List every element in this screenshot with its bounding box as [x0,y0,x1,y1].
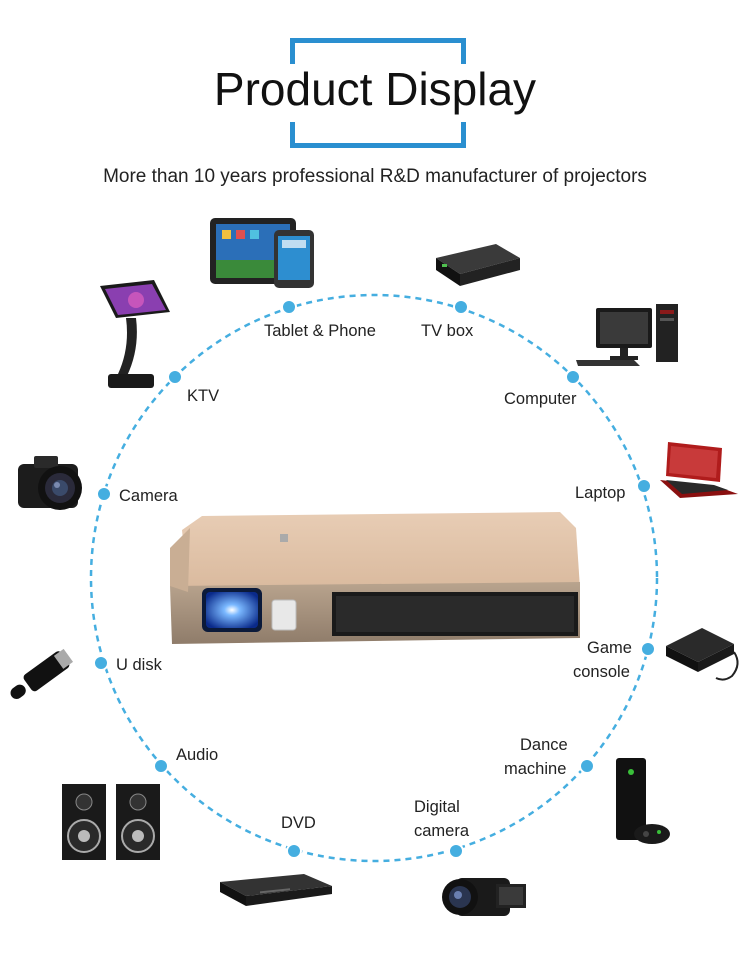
projector-image [160,508,582,650]
page-subtitle: More than 10 years professional R&D manu… [103,166,647,187]
label-digital-camera-line1: Digital [414,798,460,816]
label-laptop: Laptop [575,484,626,502]
digital-camcorder-icon [436,864,530,926]
game-console-icon [662,624,744,686]
laptop-icon [656,440,740,502]
label-tv-box: TV box [421,322,474,340]
audio-speakers-icon [60,780,164,864]
dvd-player-icon [216,870,334,910]
dance-machine-icon [612,756,674,852]
camera-icon [14,452,94,516]
label-ktv: KTV [187,387,220,405]
tablet-phone-icon [208,210,320,290]
tv-box-icon [430,236,522,290]
label-u-disk: U disk [116,656,162,674]
label-dance-machine-line2: machine [504,760,567,778]
label-game-console-line2: console [573,663,630,681]
title-frame [290,38,466,148]
label-digital-camera-line2: camera [414,822,470,840]
label-tablet-phone: Tablet & Phone [264,322,376,340]
label-dance-machine-line1: Dance [520,736,568,754]
page-title: Product Display [213,63,537,115]
u-disk-icon [2,645,88,707]
computer-icon [574,304,684,368]
label-dvd: DVD [281,814,316,832]
ktv-icon [96,278,176,396]
label-audio: Audio [176,746,219,764]
label-game-console-line1: Game [587,639,632,657]
label-camera: Camera [119,487,178,505]
label-computer: Computer [504,390,577,408]
